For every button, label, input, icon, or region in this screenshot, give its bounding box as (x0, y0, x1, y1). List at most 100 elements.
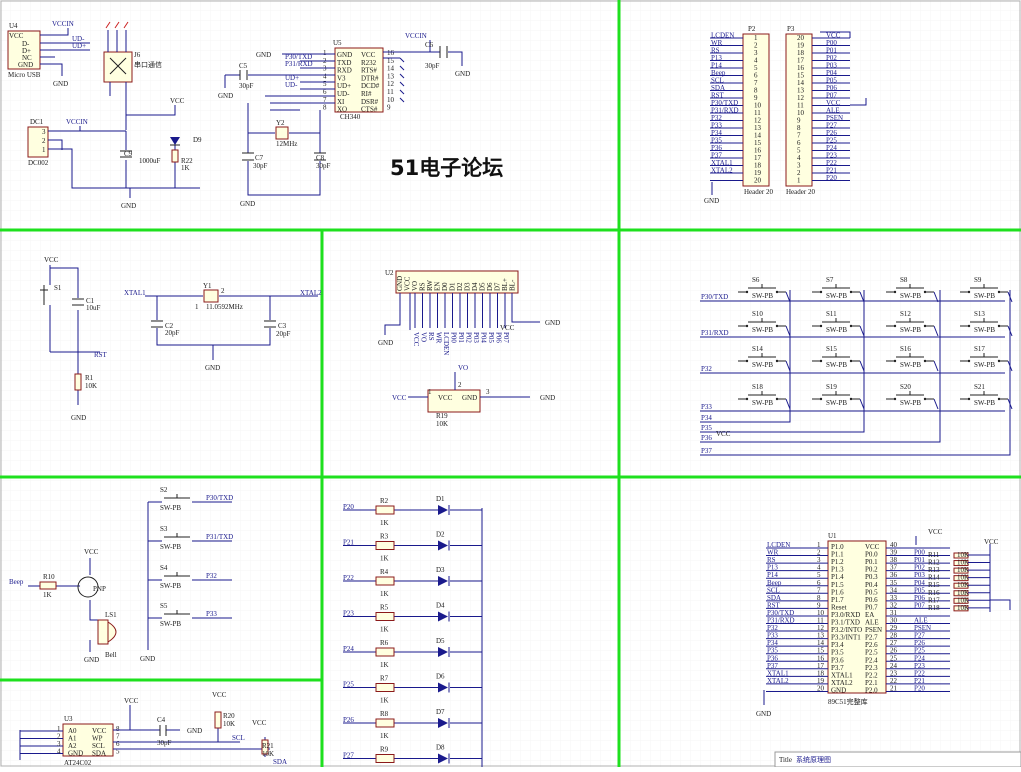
lcd-net-7: P02 (465, 332, 473, 343)
eeprom-name: AT24C02 (64, 759, 92, 767)
p2-num-6: 7 (754, 79, 758, 87)
mcu-lnum-13: 14 (817, 639, 825, 647)
ch340-pin-num-0: 1 (323, 49, 327, 57)
key-S14: S14 (752, 345, 763, 353)
lcd-net-4: LCDEN (442, 332, 450, 355)
key-type-S21: SW-PB (974, 399, 995, 407)
key-type-S6: SW-PB (752, 292, 773, 300)
c1-val: 10uF (86, 304, 101, 312)
mcu-rpin-6: P0.5 (865, 588, 878, 596)
pullup-ref-R11: R11 (928, 551, 940, 559)
pullup-ref-R17: R17 (928, 596, 940, 604)
lcd-net-3: WR (435, 332, 443, 344)
pot-vcc-inner: VCC (438, 394, 453, 402)
lcd-net-6: P01 (457, 332, 465, 343)
mcu-rnum-18: 22 (890, 677, 898, 685)
lcd-module (395, 270, 519, 294)
led-ref-D4: D4 (436, 602, 445, 610)
led-D5 (438, 647, 448, 657)
r19-ref: R19 (436, 412, 448, 420)
p3-body (785, 33, 813, 187)
btn-net-S3: P31/TXD (206, 533, 233, 541)
c5-val: 30pF (239, 82, 254, 90)
osc-net-xtal2: XTAL2 (300, 289, 322, 297)
dc-pin-2: 2 (42, 137, 46, 145)
mcu-lpin-3: P1.3 (831, 566, 844, 574)
p3-num-13: 7 (797, 132, 801, 140)
ch340-rpin-2: RTS# (361, 67, 377, 75)
key-type-S8: SW-PB (900, 292, 921, 300)
eeprom-lpin-0: A0 (68, 727, 77, 735)
p2-num-9: 10 (754, 102, 762, 110)
key-type-S7: SW-PB (826, 292, 847, 300)
mcu-rpin-19: P2.0 (865, 686, 878, 694)
mcu-rpin-16: P2.3 (865, 664, 878, 672)
title-block: Title 系统原理图 (774, 751, 1021, 768)
key-type-S12: SW-PB (900, 326, 921, 334)
btn-net-S4: P32 (206, 572, 217, 580)
eeprom-rpin-1: WP (92, 735, 103, 743)
y1-pin1: 1 (195, 303, 199, 311)
serial-switch (103, 51, 133, 83)
mcu-rpin-11: PSEN (865, 626, 882, 634)
key-type-S9: SW-PB (974, 292, 995, 300)
c7-val: 30pF (253, 162, 268, 170)
led-res-val-R2: 1K (380, 519, 389, 527)
mcu-rpin-5: P0.4 (865, 581, 878, 589)
led-ref-D7: D7 (436, 708, 445, 716)
pot-vo: VO (458, 364, 468, 372)
mcu-rpin-15: P2.4 (865, 656, 878, 664)
ch340-rpin-num-7: 9 (387, 104, 391, 112)
mcu-lnum-7: 8 (817, 594, 821, 602)
p2-net-1: WR (711, 39, 723, 47)
lcd-pin-9: D3 (464, 282, 472, 291)
ch340-rpin-5: RI# (361, 90, 372, 98)
lcd-net-2: RS (427, 332, 435, 341)
r10-val: 1K (43, 591, 52, 599)
ch340-pin-4: UD+ (337, 82, 351, 90)
ch340-rpin-4: DCD# (361, 82, 380, 90)
usb-pin-vcc: VCC (9, 32, 24, 40)
key-type-S17: SW-PB (974, 361, 995, 369)
pullup-val-R17: 10K (957, 596, 969, 604)
led-net-P25: P25 (343, 681, 354, 689)
ch340-pin-num-3: 4 (323, 72, 327, 80)
pullup-ref-R16: R16 (928, 589, 940, 597)
led-ref-D3: D3 (436, 566, 445, 574)
key-type-S18: SW-PB (752, 399, 773, 407)
p3-name: Header 20 (786, 188, 815, 196)
p3-num-5: 15 (797, 72, 805, 80)
p3-net-19: P20 (826, 174, 837, 182)
p2-body (742, 33, 770, 187)
usb-pin-nc: NC (22, 54, 32, 62)
mcu-lnum-3: 4 (817, 564, 821, 572)
mcu-lnum-17: 18 (817, 669, 825, 677)
pot-gnd-inner: GND (462, 394, 477, 402)
eeprom-rnum-0: 8 (116, 725, 120, 733)
mcu-rpin-17: P2.2 (865, 671, 878, 679)
keypad-row-0: P30/TXD (701, 293, 728, 301)
mcu-lpin-2: P1.2 (831, 558, 844, 566)
led-net-P20: P20 (343, 503, 354, 511)
mcu-lnet-4: P14 (767, 571, 778, 579)
key-S10: S10 (752, 310, 763, 318)
mcu-gnd: GND (756, 710, 771, 718)
switch-label: 串口通信 (134, 60, 162, 69)
pullup-val-R11: 10K (957, 551, 969, 559)
eeprom-lpin-1: A1 (68, 735, 77, 743)
mcu-rnet-2: P01 (914, 556, 925, 564)
y1-crystal (203, 289, 219, 303)
r1-body (74, 373, 82, 391)
mcu-rnet-15: P24 (914, 654, 925, 662)
mcu-lpin-12: P3.3/INT1 (831, 634, 861, 642)
p2-net-17: XTAL1 (711, 159, 733, 167)
btn-S2: S2 (160, 486, 168, 494)
ls1-name: Bell (105, 651, 117, 659)
mcu-lnet-9: P30/TXD (767, 609, 794, 617)
